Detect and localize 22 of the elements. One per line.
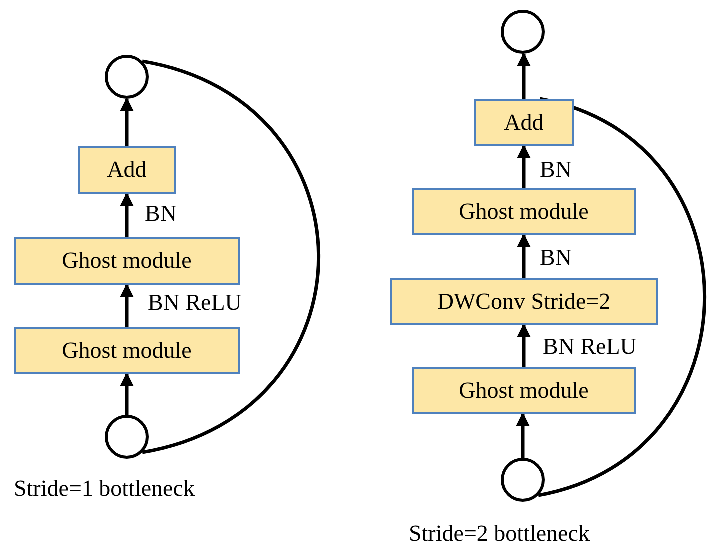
- arrow: [517, 52, 531, 99]
- node-circle: [105, 55, 149, 99]
- process-box: Ghost module: [412, 367, 636, 414]
- skip-connection-line: [538, 97, 706, 498]
- process-box: Ghost module: [14, 327, 240, 374]
- arrow: [120, 98, 134, 146]
- process-box: DWConv Stride=2: [390, 278, 658, 325]
- arrow: [517, 324, 531, 367]
- arrow: [517, 234, 531, 278]
- arrow: [516, 412, 530, 458]
- process-box: Add: [78, 146, 176, 194]
- arrow: [120, 372, 134, 415]
- process-box: Ghost module: [14, 237, 240, 285]
- arrow: [517, 144, 531, 188]
- process-box: Ghost module: [412, 188, 636, 235]
- node-circle: [105, 415, 149, 459]
- node-circle: [501, 458, 545, 502]
- arrow: [120, 192, 134, 237]
- node-circle: [501, 10, 545, 54]
- skip-connection-line: [142, 60, 320, 454]
- arrow: [120, 284, 134, 327]
- process-box: Add: [474, 99, 574, 146]
